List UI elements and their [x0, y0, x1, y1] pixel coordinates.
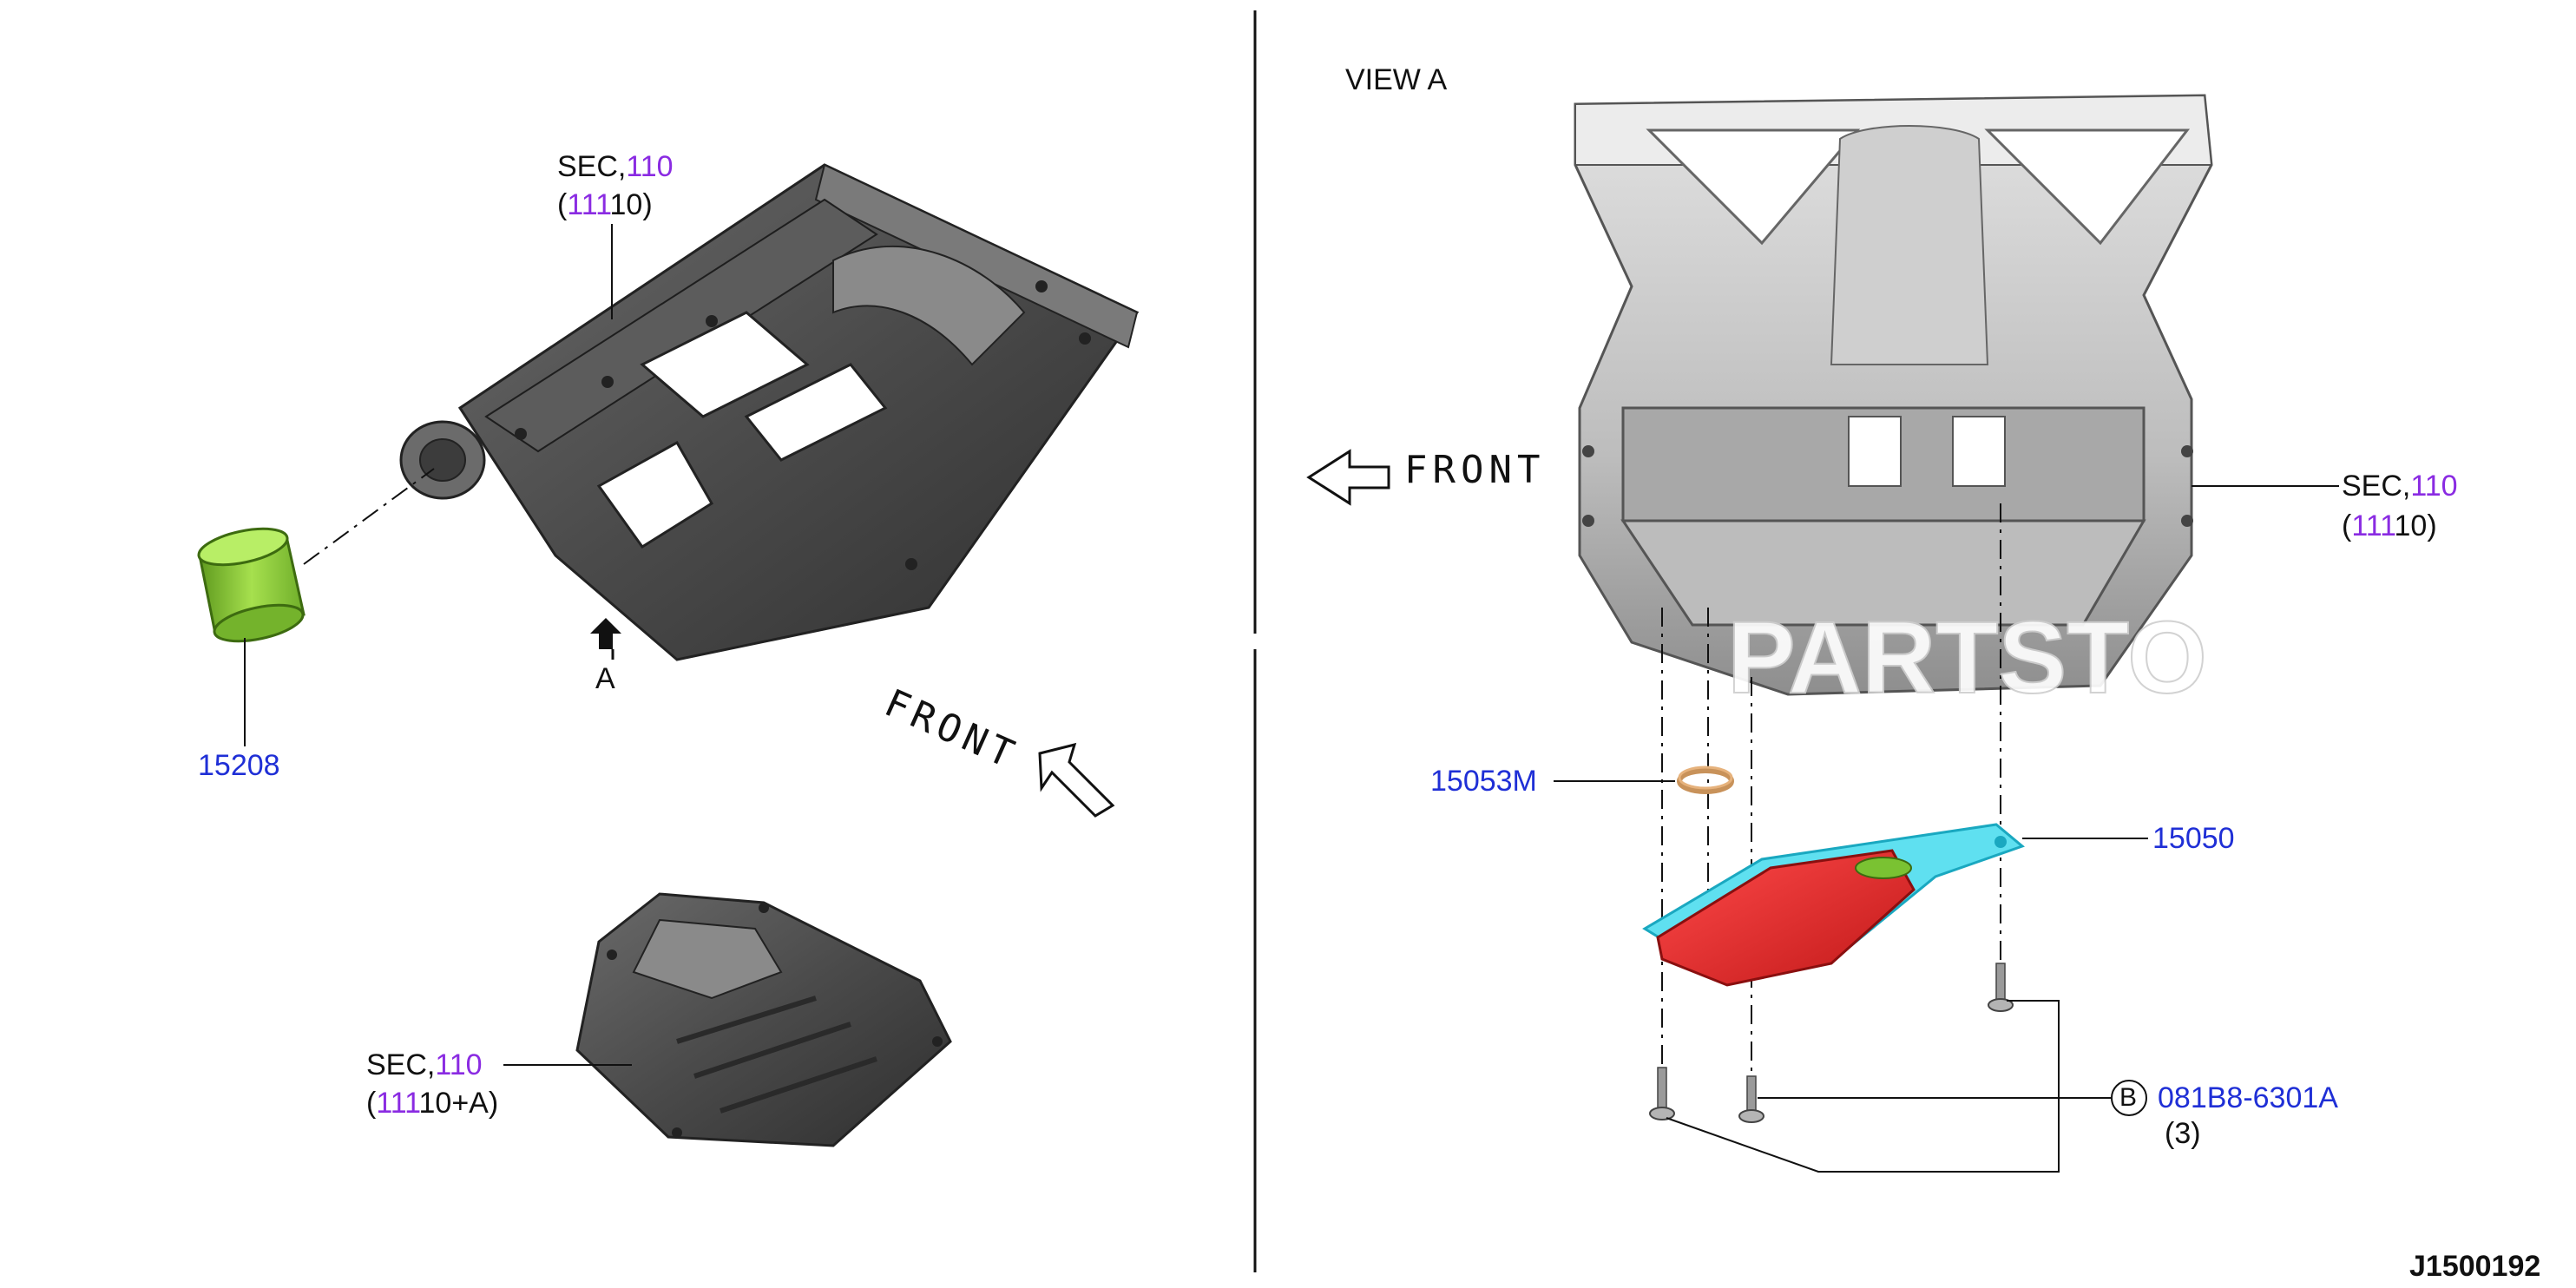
sec-right-code-rest: 10	[2394, 509, 2428, 542]
part-link-15053m[interactable]: 15053M	[1430, 765, 1537, 798]
oil-strainer-illustration	[1642, 823, 2025, 987]
sec-right-label[interactable]: SEC,110	[2342, 469, 2458, 503]
watermark-text: PARTSTO	[1726, 600, 2208, 716]
sec-right-prefix: SEC,	[2342, 470, 2411, 503]
sec-bottom-code[interactable]: (11110+A)	[366, 1086, 498, 1120]
sec-right-paren-open: (	[2342, 509, 2352, 542]
sec-right-code-purple[interactable]: 111	[2351, 509, 2395, 542]
bolt-illustration-1	[1649, 1067, 1675, 1120]
sec-right-number[interactable]: 110	[2410, 470, 2458, 503]
part-link-15050[interactable]: 15050	[2152, 822, 2235, 855]
view-a-arrow-label: A	[595, 662, 615, 695]
bolt-leader-lines	[1666, 1000, 2111, 1173]
sec-top-number[interactable]: 110	[626, 150, 674, 183]
sec-bottom-code-purple[interactable]: 111	[376, 1087, 419, 1120]
front-arrow-left-icon	[1306, 449, 1390, 506]
filter-axis-line	[303, 468, 435, 565]
sec-bottom-number[interactable]: 110	[435, 1048, 483, 1081]
bolt-illustration-2	[1738, 1075, 1764, 1123]
sec-top-paren-close: )	[642, 188, 653, 221]
bolt-quantity: (3)	[2165, 1117, 2201, 1150]
view-a-arrow-icon	[590, 618, 621, 660]
sec-bottom-prefix: SEC,	[366, 1048, 436, 1081]
part-link-081b8-6301a[interactable]: 081B8-6301A	[2158, 1081, 2338, 1114]
part-link-15208[interactable]: 15208	[198, 749, 280, 782]
front-label-right: FRONT	[1404, 448, 1546, 492]
diagram-code: J1500192	[2409, 1250, 2541, 1283]
bolt-illustration-3	[1988, 963, 2014, 1012]
sec-right-paren-close: )	[2427, 509, 2437, 542]
sec-top-paren-open: (	[557, 188, 568, 221]
sec-bottom-label[interactable]: SEC,110	[366, 1048, 483, 1082]
oil-filter-illustration	[197, 527, 306, 643]
sec-bottom-paren-open: (	[366, 1087, 377, 1120]
front-arrow-diagonal-icon	[1038, 742, 1115, 818]
upper-oil-pan-illustration	[399, 163, 1140, 661]
engine-block-illustration	[1574, 94, 2213, 696]
bolt-marker-letter: B	[2119, 1083, 2138, 1112]
sec-top-code-purple[interactable]: 111	[567, 188, 610, 221]
sec-top-code-rest: 10	[609, 188, 643, 221]
sec-top-prefix: SEC,	[557, 150, 627, 183]
sec-right-code[interactable]: (11110)	[2342, 509, 2437, 543]
bolt-marker-circle	[2111, 1080, 2147, 1116]
lower-oil-pan-illustration	[575, 892, 952, 1147]
sec-bottom-code-rest: 10+A	[418, 1087, 489, 1120]
seal-ring-illustration	[1677, 766, 1734, 794]
sec-top-code[interactable]: (11110)	[557, 187, 653, 222]
view-a-title: VIEW A	[1345, 63, 1448, 96]
sec-top-label[interactable]: SEC,110	[557, 149, 674, 184]
sec-bottom-paren-close: )	[488, 1087, 499, 1120]
